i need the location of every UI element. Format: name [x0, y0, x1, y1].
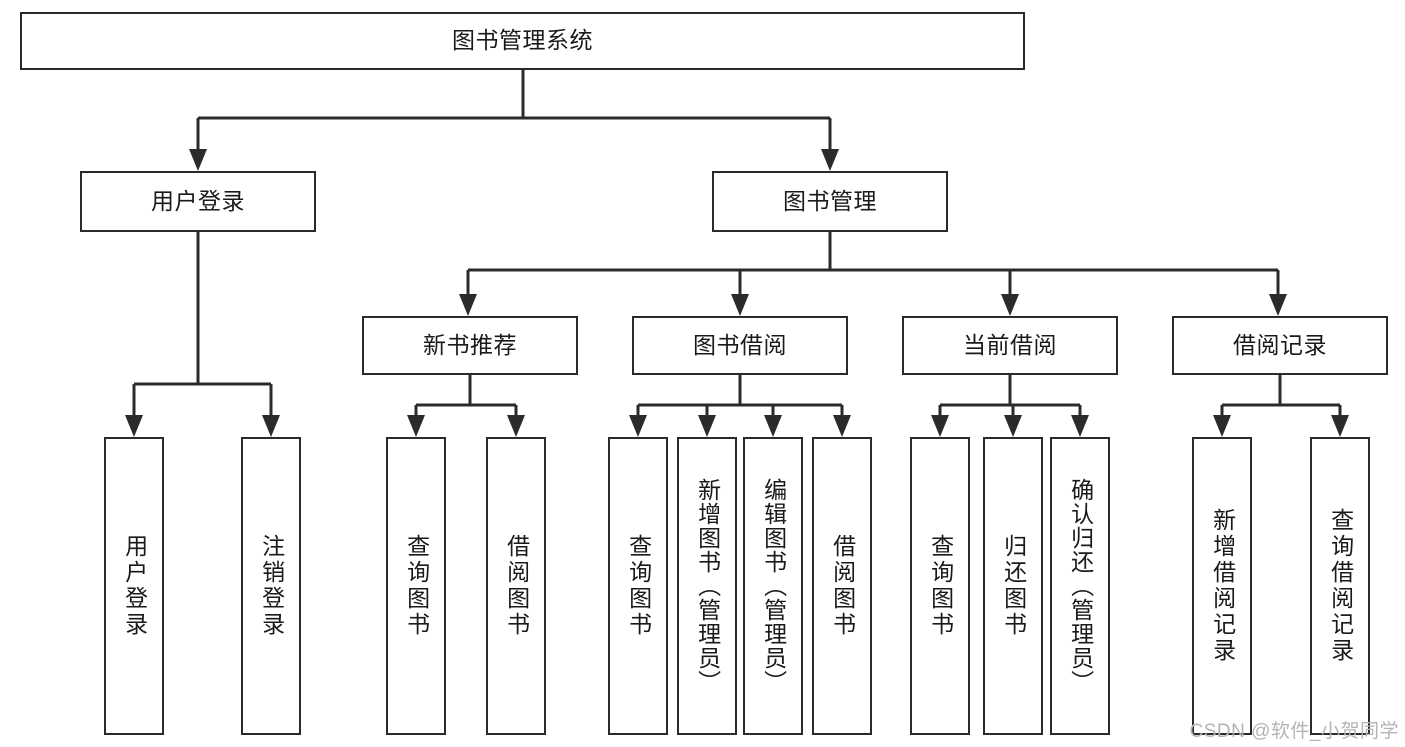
current-borrow-bus-arrowhead-1 [1004, 415, 1022, 437]
book-borrow-bus-arrowhead-1 [698, 415, 716, 437]
book-manage-bus-arrowhead-1 [731, 294, 749, 316]
book-borrow-bus-arrowhead-0 [629, 415, 647, 437]
node-leaf-query-book-3[interactable]: 查询图书 [910, 437, 970, 735]
node-label-leaf-return-book: 归还图书 [1000, 534, 1027, 638]
borrow-record-bus-arrowhead-1 [1331, 415, 1349, 437]
node-label-book-manage: 图书管理 [783, 187, 877, 214]
node-label-leaf-query-borrow-record: 查询借阅记录 [1327, 508, 1354, 664]
node-label-root: 图书管理系统 [452, 27, 593, 54]
node-label-leaf-user-login: 用户登录 [121, 534, 148, 638]
node-label-leaf-confirm-return-admin: 确认归还（管理员） [1067, 478, 1094, 694]
node-leaf-query-book-2[interactable]: 查询图书 [608, 437, 668, 735]
node-label-leaf-logout: 注销登录 [258, 534, 285, 638]
node-book-manage[interactable]: 图书管理 [712, 171, 948, 232]
node-label-leaf-borrow-book-1: 借阅图书 [503, 534, 530, 638]
node-leaf-return-book[interactable]: 归还图书 [983, 437, 1043, 735]
new-book-bus-arrowhead-0 [407, 415, 425, 437]
current-borrow-bus-arrowhead-2 [1071, 415, 1089, 437]
node-root[interactable]: 图书管理系统 [20, 12, 1025, 70]
node-leaf-add-book-admin[interactable]: 新增图书（管理员） [677, 437, 737, 735]
new-book-bus-arrowhead-1 [507, 415, 525, 437]
node-leaf-add-borrow-record[interactable]: 新增借阅记录 [1192, 437, 1252, 735]
watermark-text: CSDN @软件_小贺同学 [1189, 721, 1399, 742]
node-label-new-book-recommend: 新书推荐 [423, 331, 517, 358]
node-leaf-query-book-1[interactable]: 查询图书 [386, 437, 446, 735]
node-label-leaf-borrow-book-2: 借阅图书 [829, 534, 856, 638]
node-leaf-query-borrow-record[interactable]: 查询借阅记录 [1310, 437, 1370, 735]
book-manage-bus-arrowhead-2 [1001, 294, 1019, 316]
node-user-login[interactable]: 用户登录 [80, 171, 316, 232]
node-label-leaf-add-book-admin: 新增图书（管理员） [694, 478, 721, 694]
node-leaf-confirm-return-admin[interactable]: 确认归还（管理员） [1050, 437, 1110, 735]
node-book-borrow[interactable]: 图书借阅 [632, 316, 848, 375]
node-leaf-borrow-book-2[interactable]: 借阅图书 [812, 437, 872, 735]
book-borrow-bus-arrowhead-3 [833, 415, 851, 437]
root-bus-arrowhead-1 [821, 149, 839, 171]
root-bus-arrowhead-0 [189, 149, 207, 171]
current-borrow-bus-arrowhead-0 [931, 415, 949, 437]
node-leaf-borrow-book-1[interactable]: 借阅图书 [486, 437, 546, 735]
user-login-bus-arrowhead-0 [125, 415, 143, 437]
node-label-leaf-query-book-3: 查询图书 [927, 534, 954, 638]
node-label-leaf-query-book-2: 查询图书 [625, 534, 652, 638]
book-borrow-bus-arrowhead-2 [764, 415, 782, 437]
book-manage-bus-arrowhead-3 [1269, 294, 1287, 316]
book-manage-bus-arrowhead-0 [459, 294, 477, 316]
node-new-book-recommend[interactable]: 新书推荐 [362, 316, 578, 375]
node-label-user-login: 用户登录 [151, 187, 245, 214]
node-label-book-borrow: 图书借阅 [693, 331, 787, 358]
node-label-borrow-record: 借阅记录 [1233, 331, 1327, 358]
node-leaf-user-login[interactable]: 用户登录 [104, 437, 164, 735]
node-borrow-record[interactable]: 借阅记录 [1172, 316, 1388, 375]
node-leaf-logout[interactable]: 注销登录 [241, 437, 301, 735]
node-current-borrow[interactable]: 当前借阅 [902, 316, 1118, 375]
node-label-leaf-add-borrow-record: 新增借阅记录 [1209, 508, 1236, 664]
user-login-bus-arrowhead-1 [262, 415, 280, 437]
node-label-leaf-edit-book-admin: 编辑图书（管理员） [760, 478, 787, 694]
borrow-record-bus-arrowhead-0 [1213, 415, 1231, 437]
node-label-leaf-query-book-1: 查询图书 [403, 534, 430, 638]
node-leaf-edit-book-admin[interactable]: 编辑图书（管理员） [743, 437, 803, 735]
node-label-current-borrow: 当前借阅 [963, 331, 1057, 358]
